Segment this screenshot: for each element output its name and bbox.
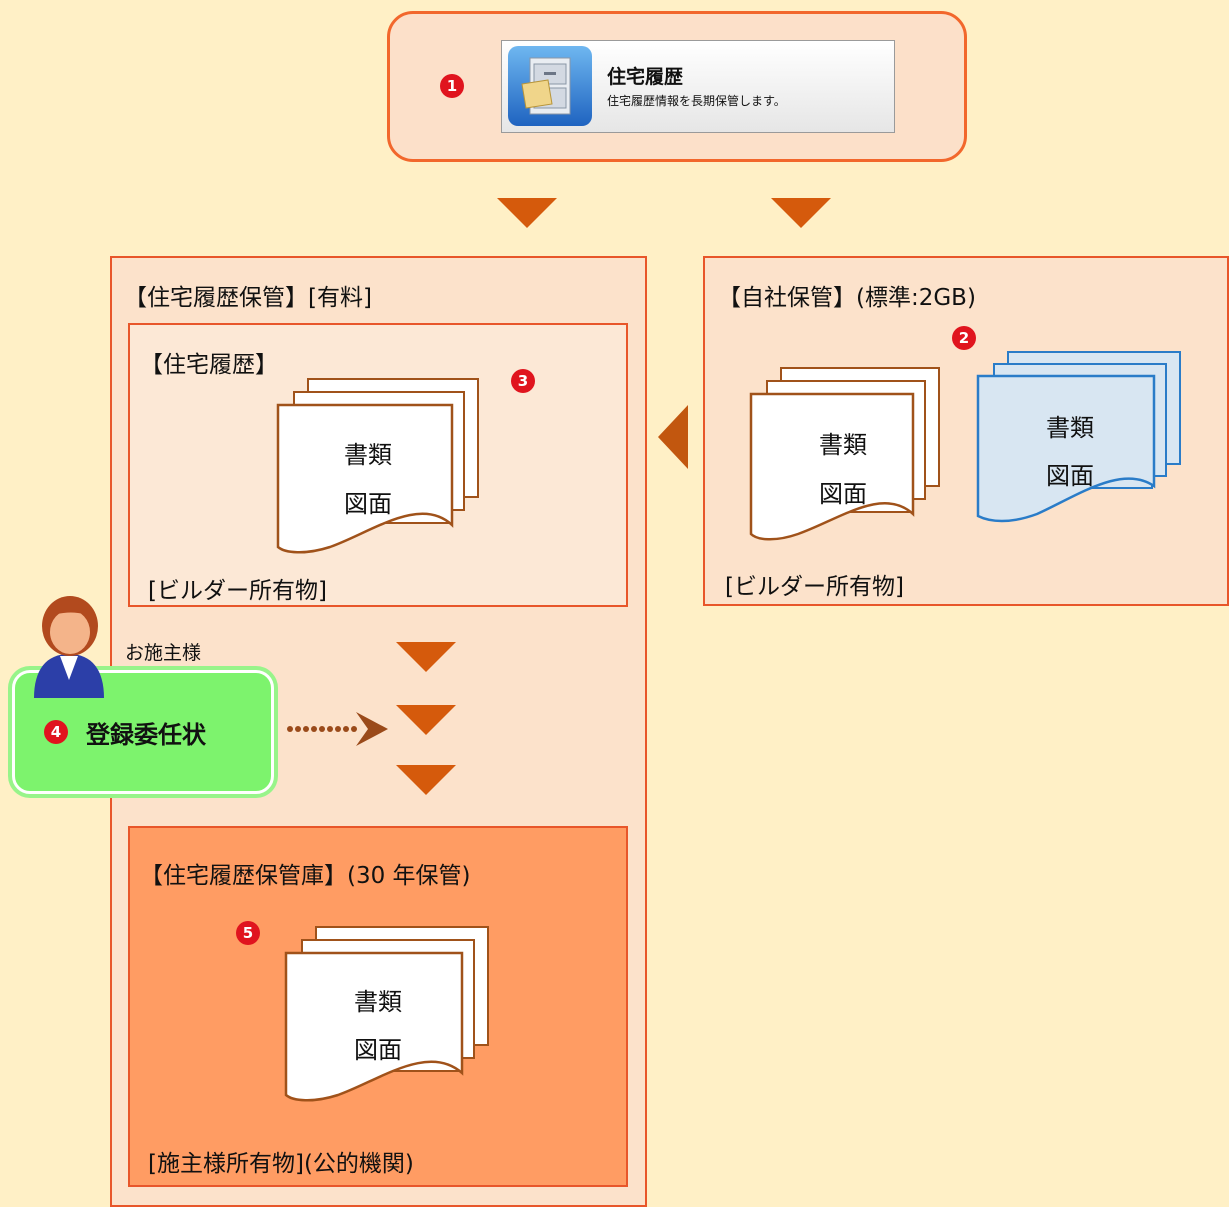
app-title: 住宅履歴 <box>607 66 684 88</box>
step-badge-3: 3 <box>511 369 535 393</box>
doc-stack-icon <box>276 378 479 554</box>
digital-doc-stack-icon <box>976 351 1181 523</box>
doc-label-drawings: 図面 <box>1046 462 1094 490</box>
file-cabinet-icon <box>508 46 592 126</box>
arrow-down-icon <box>497 198 557 228</box>
doc-label-documents: 書類 <box>819 431 867 459</box>
arrow-down-icon <box>396 642 456 672</box>
arrow-down-icon <box>396 705 456 735</box>
doc-label-drawings: 図面 <box>819 480 867 508</box>
doc-label-documents: 書類 <box>344 441 392 469</box>
arrow-left-icon <box>658 405 688 469</box>
doc-stack-icon <box>749 367 940 541</box>
doc-label-documents: 書類 <box>1046 414 1094 442</box>
right-panel-title: 【自社保管】(標準:2GB) <box>718 285 976 311</box>
step-badge-5: 5 <box>236 921 260 945</box>
step-badge-1: 1 <box>440 74 464 98</box>
doc-stack-icon <box>284 926 489 1102</box>
step-badge-2: 2 <box>952 326 976 350</box>
arrow-down-icon <box>396 765 456 795</box>
app-subtitle: 住宅履歴情報を長期保管します。 <box>607 94 786 108</box>
step-badge-4: 4 <box>44 720 68 744</box>
housing-history-title: 【住宅履歴】 <box>140 352 278 378</box>
doc-label-drawings: 図面 <box>354 1036 402 1064</box>
left-panel-title: 【住宅履歴保管】[有料] <box>124 285 372 311</box>
doc-label-documents: 書類 <box>354 988 402 1016</box>
dotted-arrow-icon <box>287 712 388 746</box>
person-icon <box>34 596 104 698</box>
doc-label-drawings: 図面 <box>344 490 392 518</box>
arrow-down-icon <box>771 198 831 228</box>
owner-owned-label: [施主様所有物](公的機関) <box>148 1151 414 1177</box>
vault-title: 【住宅履歴保管庫】(30 年保管) <box>140 863 471 889</box>
builder-owned-label: [ビルダー所有物] <box>725 574 904 600</box>
delegation-label: 登録委任状 <box>86 721 206 749</box>
builder-owned-label: [ビルダー所有物] <box>148 578 327 604</box>
client-label: お施主様 <box>125 642 202 664</box>
